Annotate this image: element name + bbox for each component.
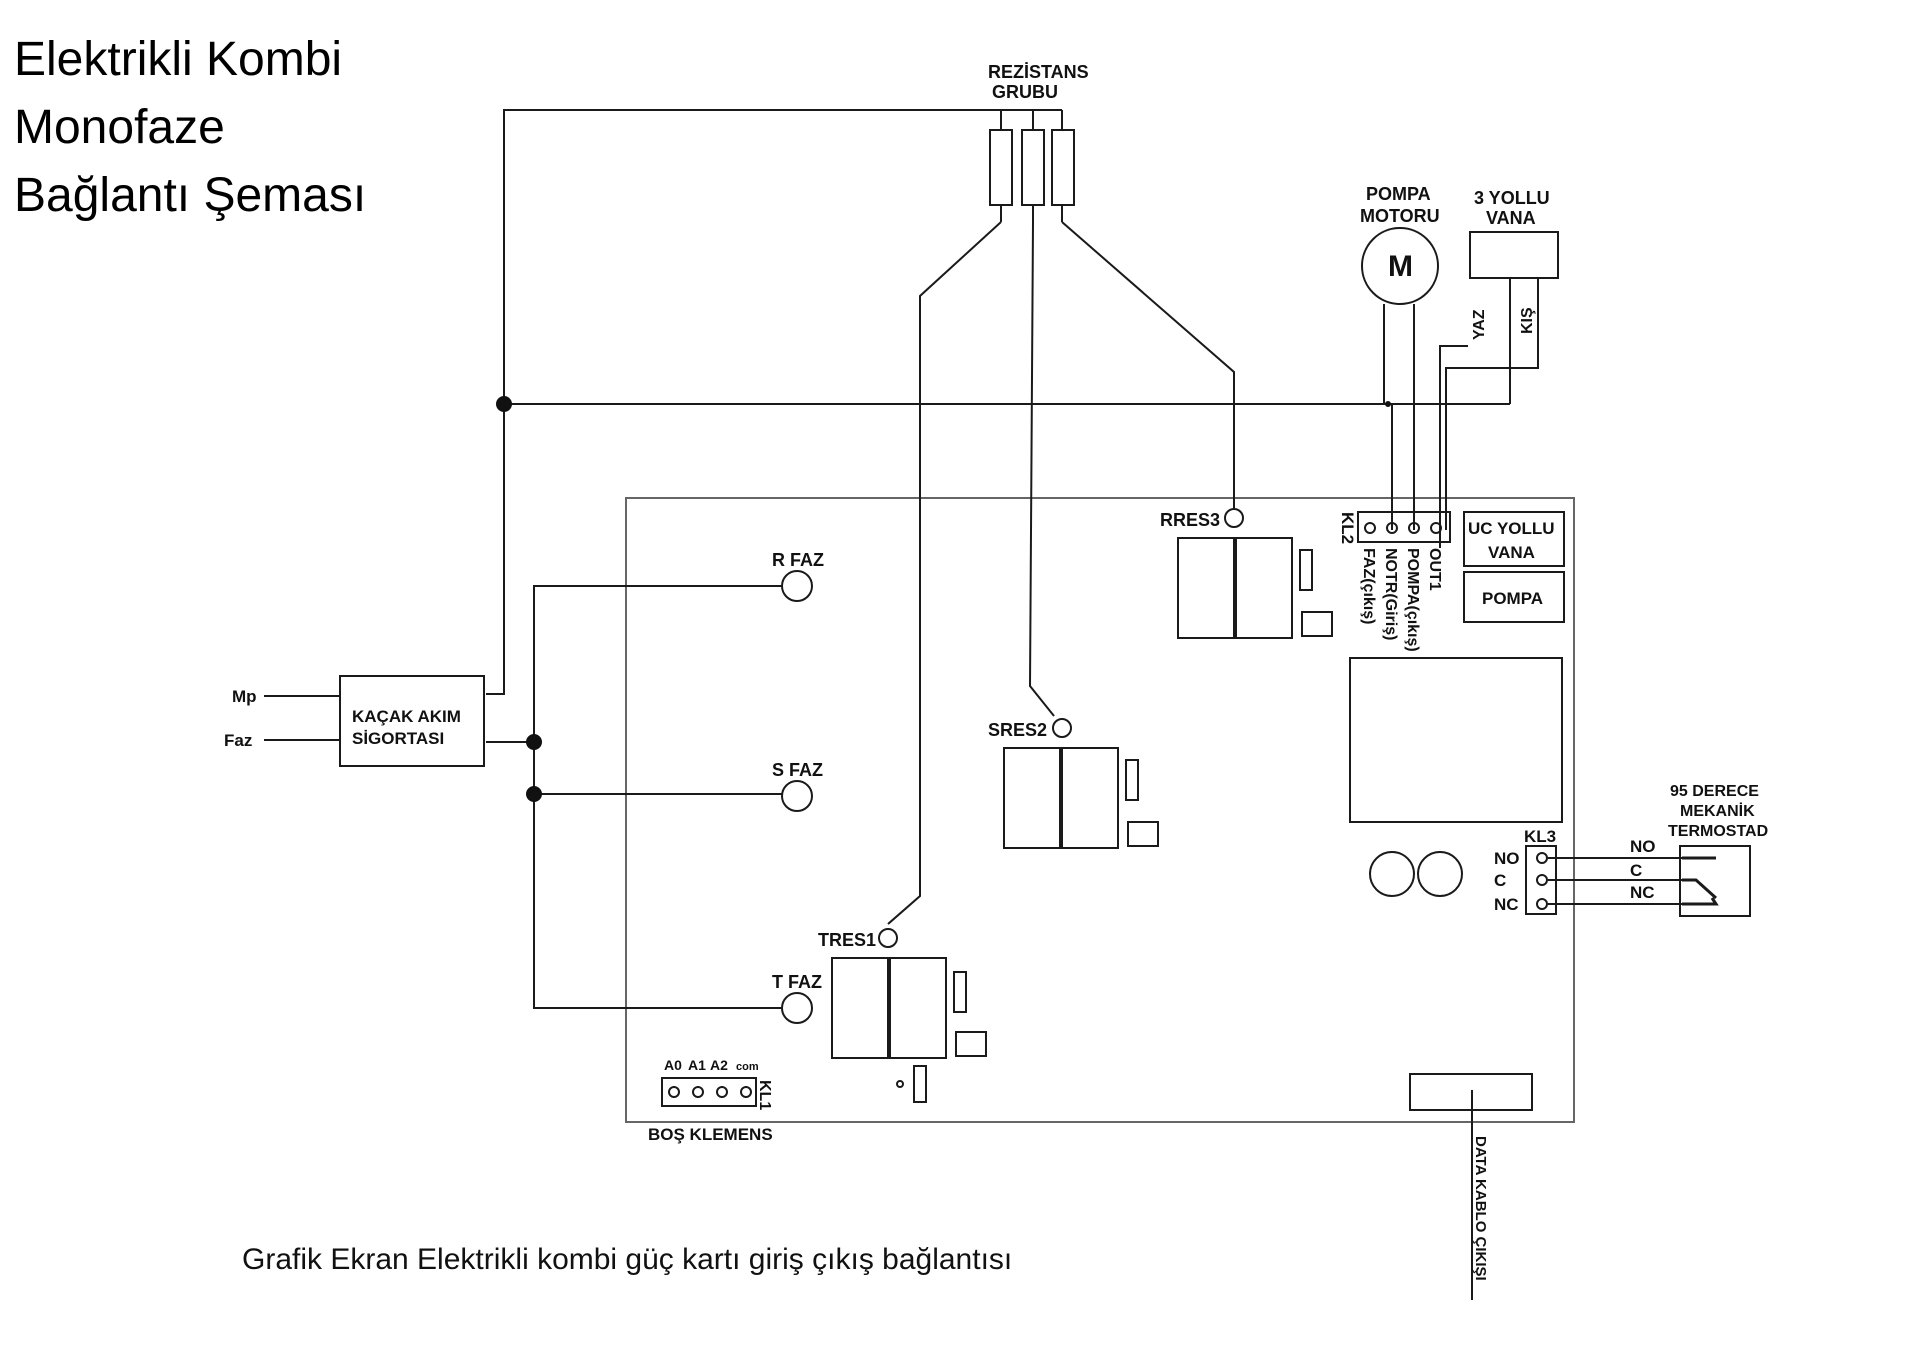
a1-label: A1 xyxy=(688,1057,706,1073)
power-board xyxy=(625,497,1575,1123)
kis-label: KIŞ xyxy=(1519,307,1536,334)
notr-giris-label: NOTR(Giriş) xyxy=(1382,548,1399,640)
diagram-title-line2: Monofaze xyxy=(14,101,225,154)
pompa-box-label: POMPA xyxy=(1482,589,1543,608)
wire-r-faz xyxy=(533,585,782,742)
wire-sres2 xyxy=(1028,221,1055,717)
rres3-relay-a xyxy=(1177,537,1235,639)
pompa-label-2: MOTORU xyxy=(1360,206,1440,226)
rres3-relay-b xyxy=(1235,537,1293,639)
kl3-label: KL3 xyxy=(1524,827,1556,846)
bos-klemens-label: BOŞ KLEMENS xyxy=(648,1125,773,1144)
kl2-label: KL2 xyxy=(1338,512,1357,544)
rezistans-label-1: REZİSTANS xyxy=(988,62,1089,82)
junction-dot xyxy=(496,396,512,412)
termostad-label-2: MEKANİK xyxy=(1680,802,1755,820)
tres1-label: TRES1 xyxy=(818,930,876,950)
c-left-label: C xyxy=(1494,871,1506,890)
uc-yollu-vana-box xyxy=(1463,511,1565,567)
a0-label: A0 xyxy=(664,1057,682,1073)
wire-top-bus xyxy=(486,109,1062,695)
r-faz-label: R FAZ xyxy=(772,550,824,570)
t-faz-terminal xyxy=(781,992,813,1024)
termostad-label-1: 95 DERECE xyxy=(1670,783,1759,800)
com-label: com xyxy=(736,1061,759,1073)
resistor-3 xyxy=(1051,129,1075,206)
junction-dot xyxy=(526,786,542,802)
kl1-label: KL1 xyxy=(756,1080,773,1110)
resistor-2 xyxy=(1021,129,1045,206)
yaz-label: YAZ xyxy=(1471,309,1488,340)
wire-t-faz xyxy=(533,742,782,1009)
three-way-valve xyxy=(1469,231,1559,279)
faz-cikis-label: FAZ(çıkış) xyxy=(1360,548,1377,624)
sres2-relay-a xyxy=(1003,747,1061,849)
s-faz-terminal xyxy=(781,780,813,812)
nc-left-label: NC xyxy=(1494,895,1519,914)
no-left-label: NO xyxy=(1494,849,1520,868)
vana-label-1: 3 YOLLU xyxy=(1474,188,1550,208)
diagram-caption: Grafik Ekran Elektrikli kombi güç kartı … xyxy=(242,1243,1013,1276)
kl2-terminal-block xyxy=(1357,511,1451,543)
c-right-label: C xyxy=(1630,861,1642,880)
out1-label: OUT1 xyxy=(1426,548,1443,591)
termostad-label-3: TERMOSTAD xyxy=(1668,823,1768,840)
no-right-label: NO xyxy=(1630,837,1656,856)
nc-right-label: NC xyxy=(1630,883,1655,902)
diagram-title-line1: Elektrikli Kombi xyxy=(14,33,343,86)
s-faz-label: S FAZ xyxy=(772,760,823,780)
display-area xyxy=(1349,657,1563,823)
r-faz-terminal xyxy=(781,570,813,602)
uc-yollu-label-1: UC YOLLU xyxy=(1468,519,1555,538)
leakage-breaker xyxy=(339,675,485,767)
mp-label: Mp xyxy=(232,687,257,706)
pompa-label-1: POMPA xyxy=(1366,184,1431,204)
sres2-label: SRES2 xyxy=(988,720,1047,740)
tres1-relay-b xyxy=(889,957,947,1059)
uc-yollu-label-2: VANA xyxy=(1488,543,1535,562)
rezistans-label-2: GRUBU xyxy=(992,82,1058,102)
data-kablo-label: DATA KABLO ÇIKIŞI xyxy=(1472,1136,1489,1281)
kacak-label-2: SİGORTASI xyxy=(352,729,444,748)
sres2-relay-b xyxy=(1061,747,1119,849)
motor-symbol: M xyxy=(1388,250,1413,283)
t-faz-label: T FAZ xyxy=(772,972,822,992)
a2-label: A2 xyxy=(710,1057,728,1073)
vana-label-2: VANA xyxy=(1486,208,1536,228)
faz-label: Faz xyxy=(224,731,252,750)
kacak-label-1: KAÇAK AKIM xyxy=(352,707,461,726)
wire-rres3 xyxy=(1061,221,1235,508)
mechanical-thermostat xyxy=(1679,845,1751,917)
pompa-cikis-label: POMPA(çıkış) xyxy=(1404,548,1421,652)
rres3-label: RRES3 xyxy=(1160,510,1220,530)
tres1-relay-a xyxy=(831,957,889,1059)
junction-dot xyxy=(526,734,542,750)
pompa-box xyxy=(1463,571,1565,623)
kl1-terminal-block xyxy=(661,1077,757,1107)
pump-motor xyxy=(1361,227,1439,305)
diagram-title-line3: Bağlantı Şeması xyxy=(14,169,367,222)
resistor-1 xyxy=(989,129,1013,206)
wire-tres1 xyxy=(887,221,1002,925)
